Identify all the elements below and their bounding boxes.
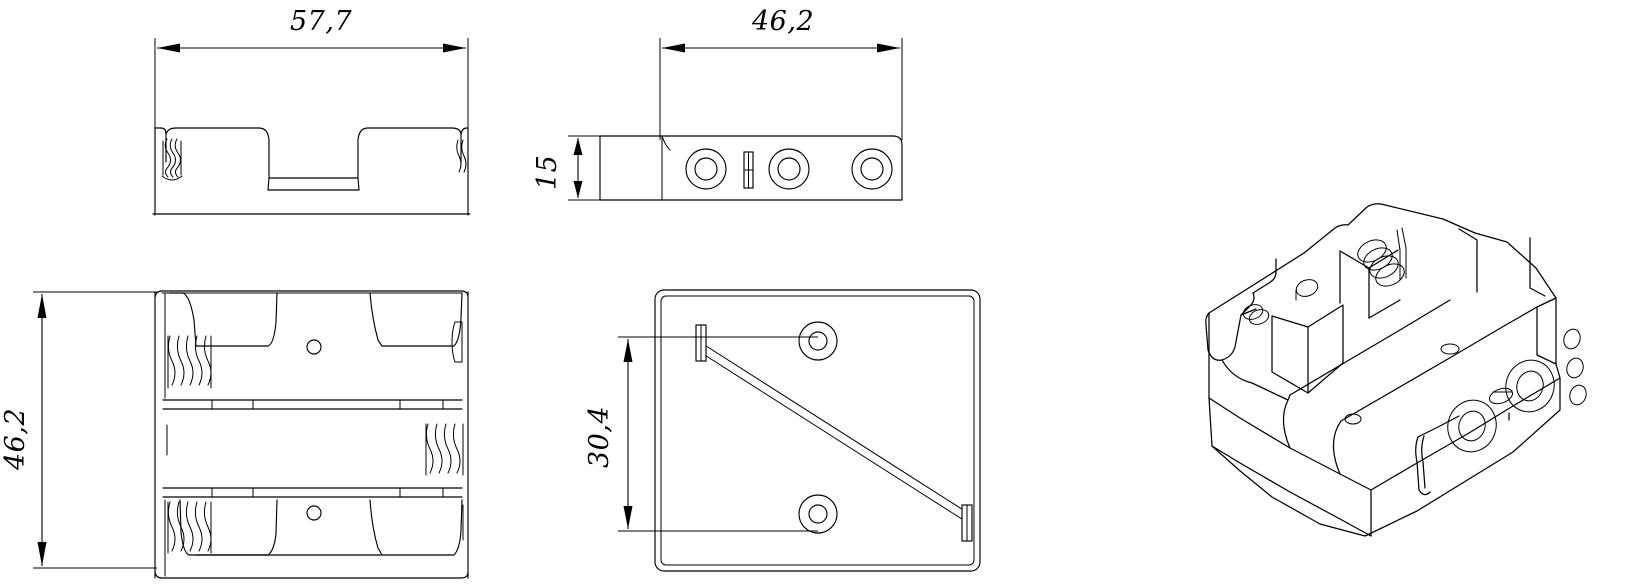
dimension-label-46-2-top: 46,2 [751,6,814,37]
front-cell-bottom [164,499,463,577]
dimension-label-30-4: 30,4 [584,406,615,468]
side-contact-3 [851,148,893,190]
side-view-body [599,135,903,201]
terminal-tab-left [695,324,707,362]
spring-top-left [161,138,183,181]
spring-front-bottom-left [167,501,212,554]
top-view: 57,7 [152,6,471,216]
bottom-contact-bottom [798,494,838,534]
front-view: 46,2 [0,290,469,579]
iso-right-hook [1415,415,1460,496]
iso-contacts [1447,328,1587,453]
spring-front-middle-right [425,423,464,476]
terminal-tab-right [961,504,973,542]
bottom-contact-top [798,321,838,361]
front-cell-top [164,292,463,399]
iso-terminal-clip [1488,387,1514,405]
side-contact-2 [768,148,810,190]
dimension-label-15: 15 [532,155,563,190]
dimension-15: 15 [532,135,660,201]
iso-body-shell [1208,203,1561,537]
iso-front-chamfer [1211,412,1510,537]
side-view: 46,2 15 [532,6,903,201]
iso-dividers [1271,249,1401,394]
isometric-view [1205,203,1587,537]
dimension-46-2-horizontal: 46,2 [659,6,903,140]
dimension-label-57-7: 57,7 [290,6,352,37]
dimension-46-2-vertical: 46,2 [0,291,157,569]
top-view-body [152,127,471,216]
iso-left-hook [1205,258,1277,361]
cell-separators [162,399,463,498]
front-view-body [154,290,469,579]
iso-spring-front-left [1242,304,1270,325]
bottom-view: 30,4 [584,289,981,572]
iso-right-end [1458,228,1557,365]
side-contact-1 [685,148,727,190]
iso-spring-rear [1357,227,1407,287]
side-divider-plate [743,151,754,189]
bottom-view-body [640,289,981,572]
iso-cell-troughs [1221,299,1505,475]
spring-top-right [456,139,467,173]
iso-spring-mid [1295,279,1319,301]
spring-front-top-left [167,335,212,389]
dimension-57-7: 57,7 [154,6,469,130]
dimension-label-46-2-left: 46,2 [0,408,31,471]
front-right-tab [451,321,463,363]
